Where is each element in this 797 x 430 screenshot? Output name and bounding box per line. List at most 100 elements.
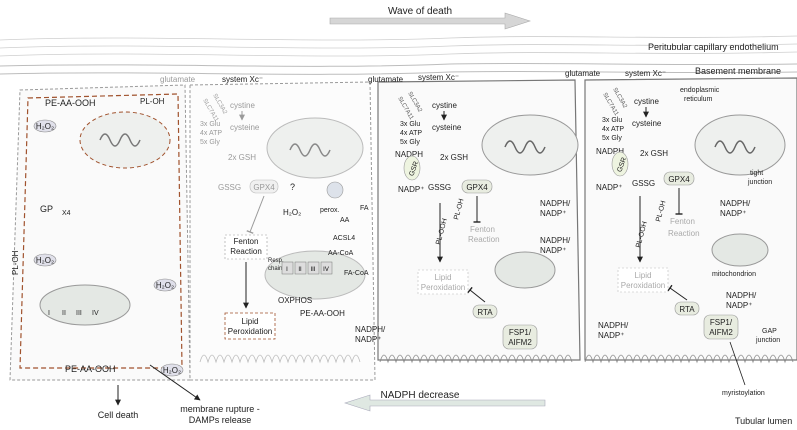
glu-c4: 3x Glu <box>602 117 622 124</box>
gly-c3: 5x Gly <box>400 139 420 146</box>
system-xc-c2: system Xc⁻ <box>222 75 263 84</box>
peritubular-label: Peritubular capillary endothelium <box>648 42 779 52</box>
nadph-top-1: NADPH/ <box>720 199 751 208</box>
peroxisome <box>326 181 344 199</box>
nadph-bottom-2-c4: NADP⁺ <box>540 246 566 255</box>
nadp-c4: NADP⁺ <box>596 183 622 192</box>
lipid-1-c4: Lipid <box>635 271 652 280</box>
cell-death-label: Cell death <box>98 410 139 420</box>
h2o2-bubble-1 <box>33 119 57 133</box>
complex-ii: II <box>62 310 66 317</box>
aa-coa-label: AA-CoA <box>328 250 354 257</box>
fenton-1-c2: Fenton <box>234 237 259 246</box>
aa-label: AA <box>340 217 350 224</box>
h2o2-bubble-3 <box>153 278 177 292</box>
cystine-c4: cystine <box>634 97 659 106</box>
glutamate-c2: glutamate <box>160 75 196 84</box>
nadph-mid-1: NADPH/ <box>726 291 757 300</box>
fenton-2-c2: Reaction <box>230 247 262 256</box>
cysteine-c3: cysteine <box>432 123 462 132</box>
c2-complex-iii: III <box>310 267 315 273</box>
myristoylation-label: myristoylation <box>722 390 765 397</box>
nadph-bottom-1-c4: NADPH/ <box>540 236 571 245</box>
glu-c2: 3x Glu <box>200 121 220 128</box>
nadph-left-1: NADPH/ <box>355 325 386 334</box>
tight-2: junction <box>747 179 772 186</box>
brush-border <box>199 354 794 364</box>
nucleus-cell-2 <box>266 117 364 179</box>
mitochondrion-cell-1 <box>39 284 131 326</box>
atp-c3: 4x ATP <box>400 130 422 137</box>
gap-2: junction <box>755 337 780 344</box>
c2-complex-i: I <box>286 267 288 273</box>
oxphos-label: OXPHOS <box>278 296 312 305</box>
gssg-c3: GSSG <box>428 183 451 192</box>
h2o2-b: H₂O₂ <box>36 256 54 265</box>
nadph-bottom-2: NADP⁺ <box>598 331 624 340</box>
c2-complex-iv: IV <box>323 267 329 273</box>
nucleus-cell-4 <box>694 114 786 176</box>
er-2: reticulum <box>684 96 713 103</box>
glutamate-c3: glutamate <box>368 75 404 84</box>
lipid-2-c4: Peroxidation <box>621 281 665 290</box>
nadp-c3: NADP⁺ <box>398 185 424 194</box>
lipid-2-c3: Peroxidation <box>421 283 465 292</box>
gpx4-c4: GPX4 <box>668 175 690 184</box>
nadph-c3: NADPH <box>395 150 423 159</box>
lipid-box-c2 <box>224 312 276 340</box>
fa-coa-label: FA-CoA <box>344 270 369 277</box>
h2o2-c2: H₂O₂ <box>283 208 301 217</box>
gpx4-box-c2 <box>249 179 279 194</box>
glu-c3: 3x Glu <box>400 121 420 128</box>
gsr-c4: GSR <box>616 157 628 174</box>
fenton-box-c2 <box>224 234 268 260</box>
nadph-right-1: NADPH/ <box>540 199 571 208</box>
h2o2-c: H₂O₂ <box>156 281 174 290</box>
system-xc-c3: system Xc⁻ <box>418 73 459 82</box>
lipid-1-c3: Lipid <box>435 273 452 282</box>
gpx4-c3: GPX4 <box>466 183 488 192</box>
membrane-rupture-label: membrane rupture - <box>180 404 260 414</box>
gsh-c4: 2x GSH <box>640 149 668 158</box>
atp-c4: 4x ATP <box>602 126 624 133</box>
complex-i: I <box>48 310 50 317</box>
fsp1-2-c4: AIFM2 <box>709 328 733 337</box>
fsp1-1-c3: FSP1/ <box>509 328 532 337</box>
resp-2: chain <box>268 266 282 272</box>
cell-2-content: glutamate system Xc⁻ SLC7A11 SLC3A2 cyst… <box>160 75 369 340</box>
wave-of-death-arrow: Wave of death <box>329 6 531 30</box>
fsp1-2-c3: AIFM2 <box>508 338 532 347</box>
gsh-c3: 2x GSH <box>440 153 468 162</box>
wave-of-death-label: Wave of death <box>388 6 452 17</box>
pe-aa-ooh-c2: PE-AA-OOH <box>300 309 345 318</box>
nadph-bottom-1: NADPH/ <box>598 321 629 330</box>
question-mark: ? <box>290 182 295 192</box>
h2o2-bubble-2 <box>33 253 57 267</box>
mito-label: mitochondrion <box>712 271 756 278</box>
gsr-c3: GSR <box>408 161 420 178</box>
gsh-c2: 2x GSH <box>228 153 256 162</box>
gpx4-fragment: GP <box>40 204 53 214</box>
cell-1-content: PE-AA-OOH PL-OH H₂O₂ GP X4 PL-OH H₂O₂ H₂… <box>11 97 260 425</box>
acsl4-label: ACSL4 <box>333 235 355 242</box>
basement-membrane-label: Basement membrane <box>695 66 781 76</box>
mitochondrion-cell-3 <box>494 251 556 289</box>
glutamate-c4: glutamate <box>565 69 601 78</box>
gssg-c2: GSSG <box>218 183 241 192</box>
nadph-c4: NADPH <box>596 147 624 156</box>
fsp1-1-c4: FSP1/ <box>710 318 733 327</box>
endothelium-layer: Peritubular capillary endothelium Baseme… <box>0 35 797 76</box>
fenton-1-c3: Fenton <box>470 225 495 234</box>
fenton-2-c4: Reaction <box>668 229 700 238</box>
pe-aa-ooh-top: PE-AA-OOH <box>45 98 96 108</box>
gpx4-c2: GPX4 <box>253 183 275 192</box>
mitochondrion-cell-4 <box>711 233 769 267</box>
nadph-left-2: NADP⁺ <box>355 335 381 344</box>
pl-oh-side: PL-OH <box>11 250 20 275</box>
complex-row-cell-1: I II III IV <box>48 310 99 317</box>
cysteine-c4: cysteine <box>632 119 662 128</box>
h2o2-a: H₂O₂ <box>36 122 54 131</box>
fenton-1-c4: Fenton <box>670 217 695 226</box>
